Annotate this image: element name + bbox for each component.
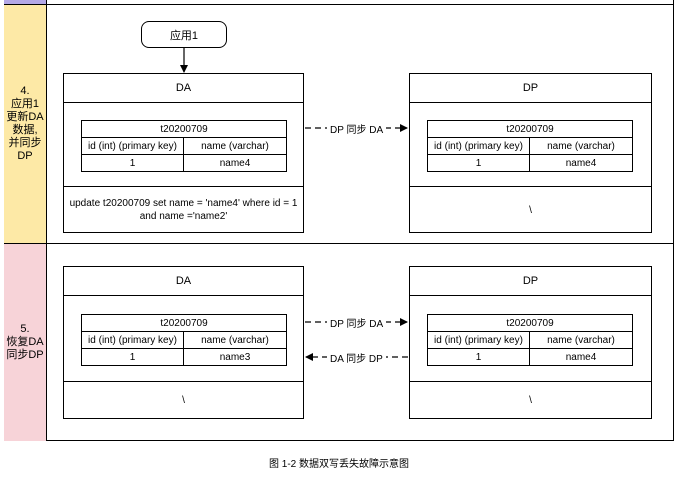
da-title-step4: DA bbox=[63, 73, 304, 103]
dp-title-step5: DP bbox=[409, 266, 652, 296]
footer-text: \ bbox=[529, 204, 532, 216]
connector-text: DP 同步 DA bbox=[330, 125, 384, 136]
dp-body-divider-step5 bbox=[409, 381, 652, 382]
header-text: id (int) (primary key) bbox=[88, 334, 177, 346]
header-text: name (varchar) bbox=[547, 334, 615, 346]
step-4-line: 应用1 bbox=[10, 98, 40, 110]
dp-footer-step4: \ bbox=[409, 187, 652, 233]
cell-text: 1 bbox=[475, 351, 482, 363]
cell-text: name4 bbox=[565, 351, 597, 363]
header-text: id (int) (primary key) bbox=[88, 140, 177, 152]
da-title-step5: DA bbox=[63, 266, 304, 296]
figure-caption: 图 1-2 数据双写丢失故障示意图 bbox=[0, 455, 678, 470]
cell-text: 1 bbox=[475, 157, 482, 169]
step-4-line: 更新DA bbox=[6, 111, 44, 123]
connector-label-dp-sync-da-step4: DP 同步 DA bbox=[327, 121, 387, 136]
da-footer-step4: update t20200709 set name = 'name4' wher… bbox=[63, 187, 304, 233]
da-body-divider-step5 bbox=[63, 381, 304, 382]
connector-text: DP 同步 DA bbox=[330, 319, 384, 330]
app-node-label: 应用1 bbox=[169, 29, 199, 42]
dp-title-text: DP bbox=[522, 274, 539, 287]
footer-text: \ bbox=[182, 395, 185, 406]
step-4-line: 4. bbox=[20, 85, 30, 97]
previous-step-strip bbox=[4, 0, 47, 4]
step-4-line: 数据, bbox=[12, 124, 38, 136]
da-body-divider-step4 bbox=[63, 186, 304, 187]
dp-title-step4: DP bbox=[409, 73, 652, 103]
table-name-text: t20200709 bbox=[160, 317, 208, 329]
dp-cell-name-step4: name4 bbox=[529, 154, 633, 172]
da-title-text: DA bbox=[175, 274, 192, 287]
caption-text: 图 1-2 数据双写丢失故障示意图 bbox=[268, 459, 409, 470]
cell-text: name4 bbox=[219, 157, 251, 169]
top-divider bbox=[4, 4, 674, 5]
footer-text: \ bbox=[529, 395, 532, 406]
header-text: id (int) (primary key) bbox=[434, 140, 523, 152]
step-4-line: 并同步 bbox=[8, 137, 42, 149]
header-text: id (int) (primary key) bbox=[434, 334, 523, 346]
table-name-text: t20200709 bbox=[160, 123, 208, 135]
table-name-text: t20200709 bbox=[506, 317, 554, 329]
cell-text: 1 bbox=[129, 351, 136, 363]
step-5-line: 同步DP bbox=[6, 349, 44, 361]
connector-label-da-sync-dp-step5: DA 同步 DP bbox=[327, 350, 386, 365]
step-5-label: 5. 恢复DA 同步DP bbox=[4, 244, 47, 441]
cell-text: 1 bbox=[129, 157, 136, 169]
dp-body-divider-step4 bbox=[409, 186, 652, 187]
connector-label-dp-sync-da-step5: DP 同步 DA bbox=[327, 315, 387, 330]
dp-title-text: DP bbox=[522, 81, 539, 94]
step-4-label: 4. 应用1 更新DA 数据, 并同步 DP bbox=[4, 5, 47, 243]
da-footer-step5: \ bbox=[63, 382, 304, 419]
header-text: name (varchar) bbox=[201, 140, 269, 152]
step-4-line: DP bbox=[17, 150, 33, 162]
step-5-line: 5. bbox=[20, 323, 30, 335]
da-cell-name-step5: name3 bbox=[183, 348, 287, 366]
cell-text: name4 bbox=[565, 157, 597, 169]
da-cell-name-step4: name4 bbox=[183, 154, 287, 172]
header-text: name (varchar) bbox=[547, 140, 615, 152]
da-title-text: DA bbox=[175, 81, 192, 94]
step-5-line: 恢复DA bbox=[6, 336, 44, 348]
table-name-text: t20200709 bbox=[506, 123, 554, 135]
sql-text: update t20200709 set name = 'name4' wher… bbox=[69, 198, 298, 222]
dp-cell-name-step5: name4 bbox=[529, 348, 633, 366]
dp-box-step4 bbox=[409, 73, 652, 233]
header-text: name (varchar) bbox=[201, 334, 269, 346]
connector-text: DA 同步 DP bbox=[330, 354, 383, 365]
dp-footer-step5: \ bbox=[409, 382, 652, 419]
app-node: 应用1 bbox=[141, 21, 227, 48]
cell-text: name3 bbox=[219, 351, 251, 363]
dp-box-step5 bbox=[409, 266, 652, 419]
row-divider bbox=[4, 243, 674, 244]
